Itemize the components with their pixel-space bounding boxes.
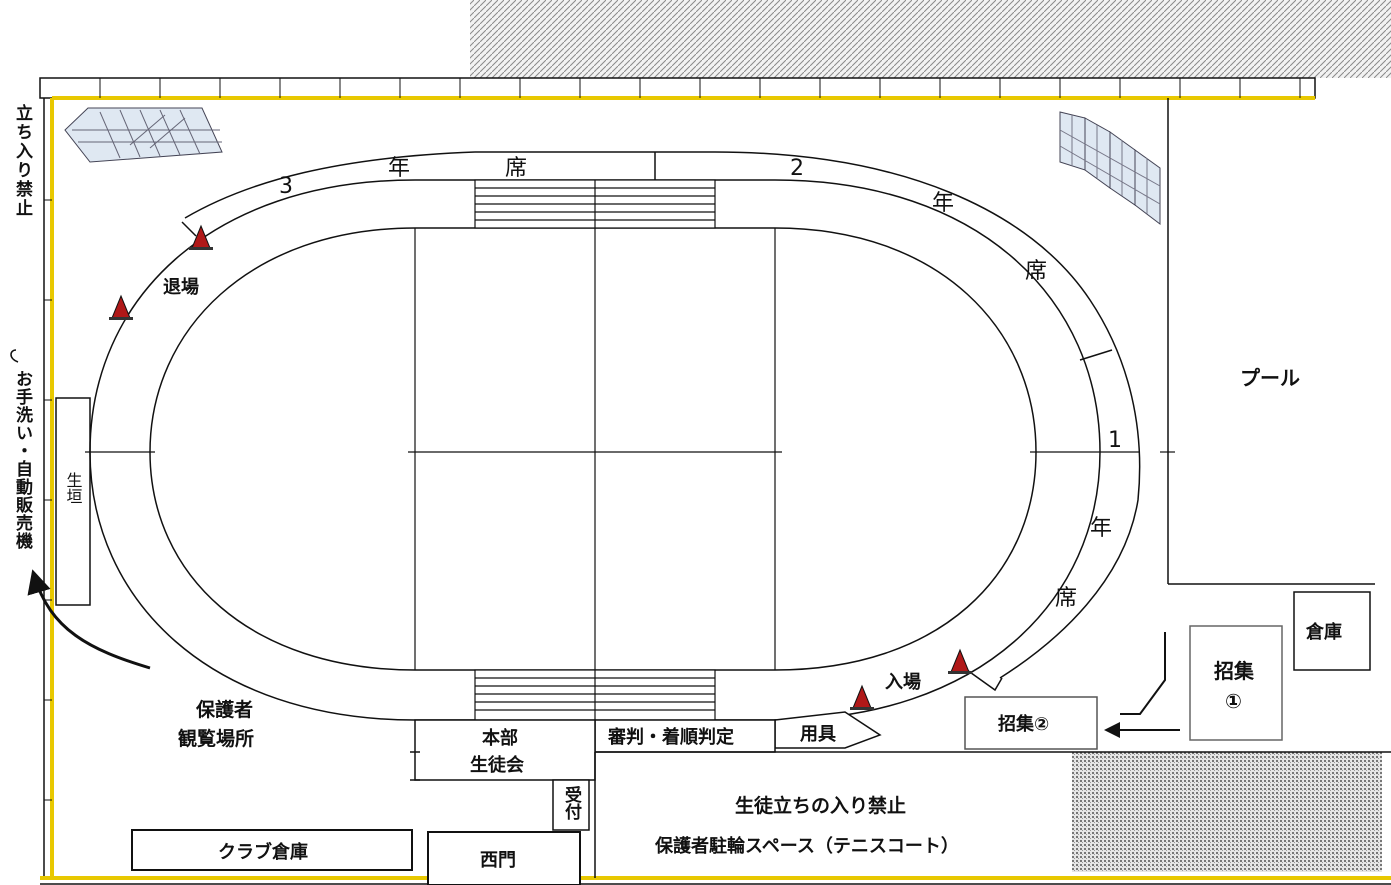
flow-arrow bbox=[1120, 632, 1166, 715]
tent-icon-right bbox=[1059, 111, 1161, 226]
seat1-seki: 席 bbox=[1055, 586, 1077, 611]
seat3-seki: 席 bbox=[505, 156, 527, 181]
club-storage-label: クラブ倉庫 bbox=[218, 841, 308, 863]
lane-markings-bottom bbox=[474, 669, 716, 721]
no-entry-students-label: 生徒立ちの入り禁止 bbox=[735, 794, 906, 817]
hatched-area-tennis bbox=[1072, 752, 1382, 872]
seat2-number: 2 bbox=[790, 156, 804, 181]
cone-icon bbox=[109, 294, 133, 320]
seating-band bbox=[181, 151, 1141, 692]
toilet-arrow bbox=[27, 569, 151, 670]
toilet-vending-label: お手洗い・自動販売機 bbox=[12, 370, 33, 550]
parking-label: 保護者駐輪スペース（テニスコート） bbox=[654, 835, 959, 857]
walkway-ticks bbox=[410, 751, 420, 781]
judges-label: 審判・着順判定 bbox=[607, 726, 734, 748]
equipment-label: 用具 bbox=[800, 724, 836, 745]
club-storage-box bbox=[131, 829, 413, 871]
hq-box bbox=[414, 719, 596, 781]
muster1-box bbox=[1189, 625, 1283, 741]
hatched-area-top bbox=[470, 0, 1391, 78]
muster1-label: 招集 bbox=[1214, 659, 1255, 683]
reception-label: 受付 bbox=[561, 785, 582, 821]
west-gate-label: 西門 bbox=[480, 850, 516, 871]
track-inner bbox=[149, 227, 1037, 671]
seat1-number: 1 bbox=[1108, 428, 1122, 453]
lane-markings-top bbox=[474, 179, 716, 229]
pool-area bbox=[1167, 98, 1375, 585]
cone-icon bbox=[948, 648, 972, 674]
tent-icon-left bbox=[64, 107, 223, 163]
storage-label: 倉庫 bbox=[1305, 621, 1342, 643]
parking-region bbox=[594, 751, 1391, 878]
entry-label: 入場 bbox=[885, 672, 921, 693]
seat3-nen: 年 bbox=[388, 156, 410, 181]
boundary-fence bbox=[39, 77, 1391, 885]
muster2-box bbox=[964, 696, 1098, 750]
muster2-label: 招集② bbox=[998, 713, 1049, 735]
toilet-arrow-top bbox=[10, 349, 19, 363]
storage-box bbox=[1293, 591, 1371, 671]
seat2-nen: 年 bbox=[932, 191, 954, 216]
cone-icon bbox=[850, 684, 874, 710]
guardian-area-label: 観覧場所 bbox=[178, 727, 254, 750]
hedge-box bbox=[55, 397, 91, 606]
seat3-number: 3 bbox=[279, 174, 293, 199]
reception-box bbox=[552, 779, 590, 831]
muster1-number: ① bbox=[1225, 689, 1242, 713]
seat2-seki: 席 bbox=[1025, 259, 1047, 284]
cone-icon bbox=[189, 224, 213, 250]
west-gate-box bbox=[427, 831, 581, 885]
hq-label: 本部 bbox=[482, 727, 518, 749]
pool-label: プール bbox=[1240, 366, 1300, 390]
field-lines bbox=[85, 180, 1175, 720]
seat1-nen: 年 bbox=[1090, 516, 1112, 541]
exit-label: 退場 bbox=[163, 277, 199, 298]
guardian-label: 保護者 bbox=[195, 698, 253, 721]
hedge-label: 生垣 bbox=[64, 472, 83, 504]
no-entry-side-label: 立ち入り禁止 bbox=[12, 103, 33, 218]
hq-student-council-label: 生徒会 bbox=[470, 754, 524, 776]
